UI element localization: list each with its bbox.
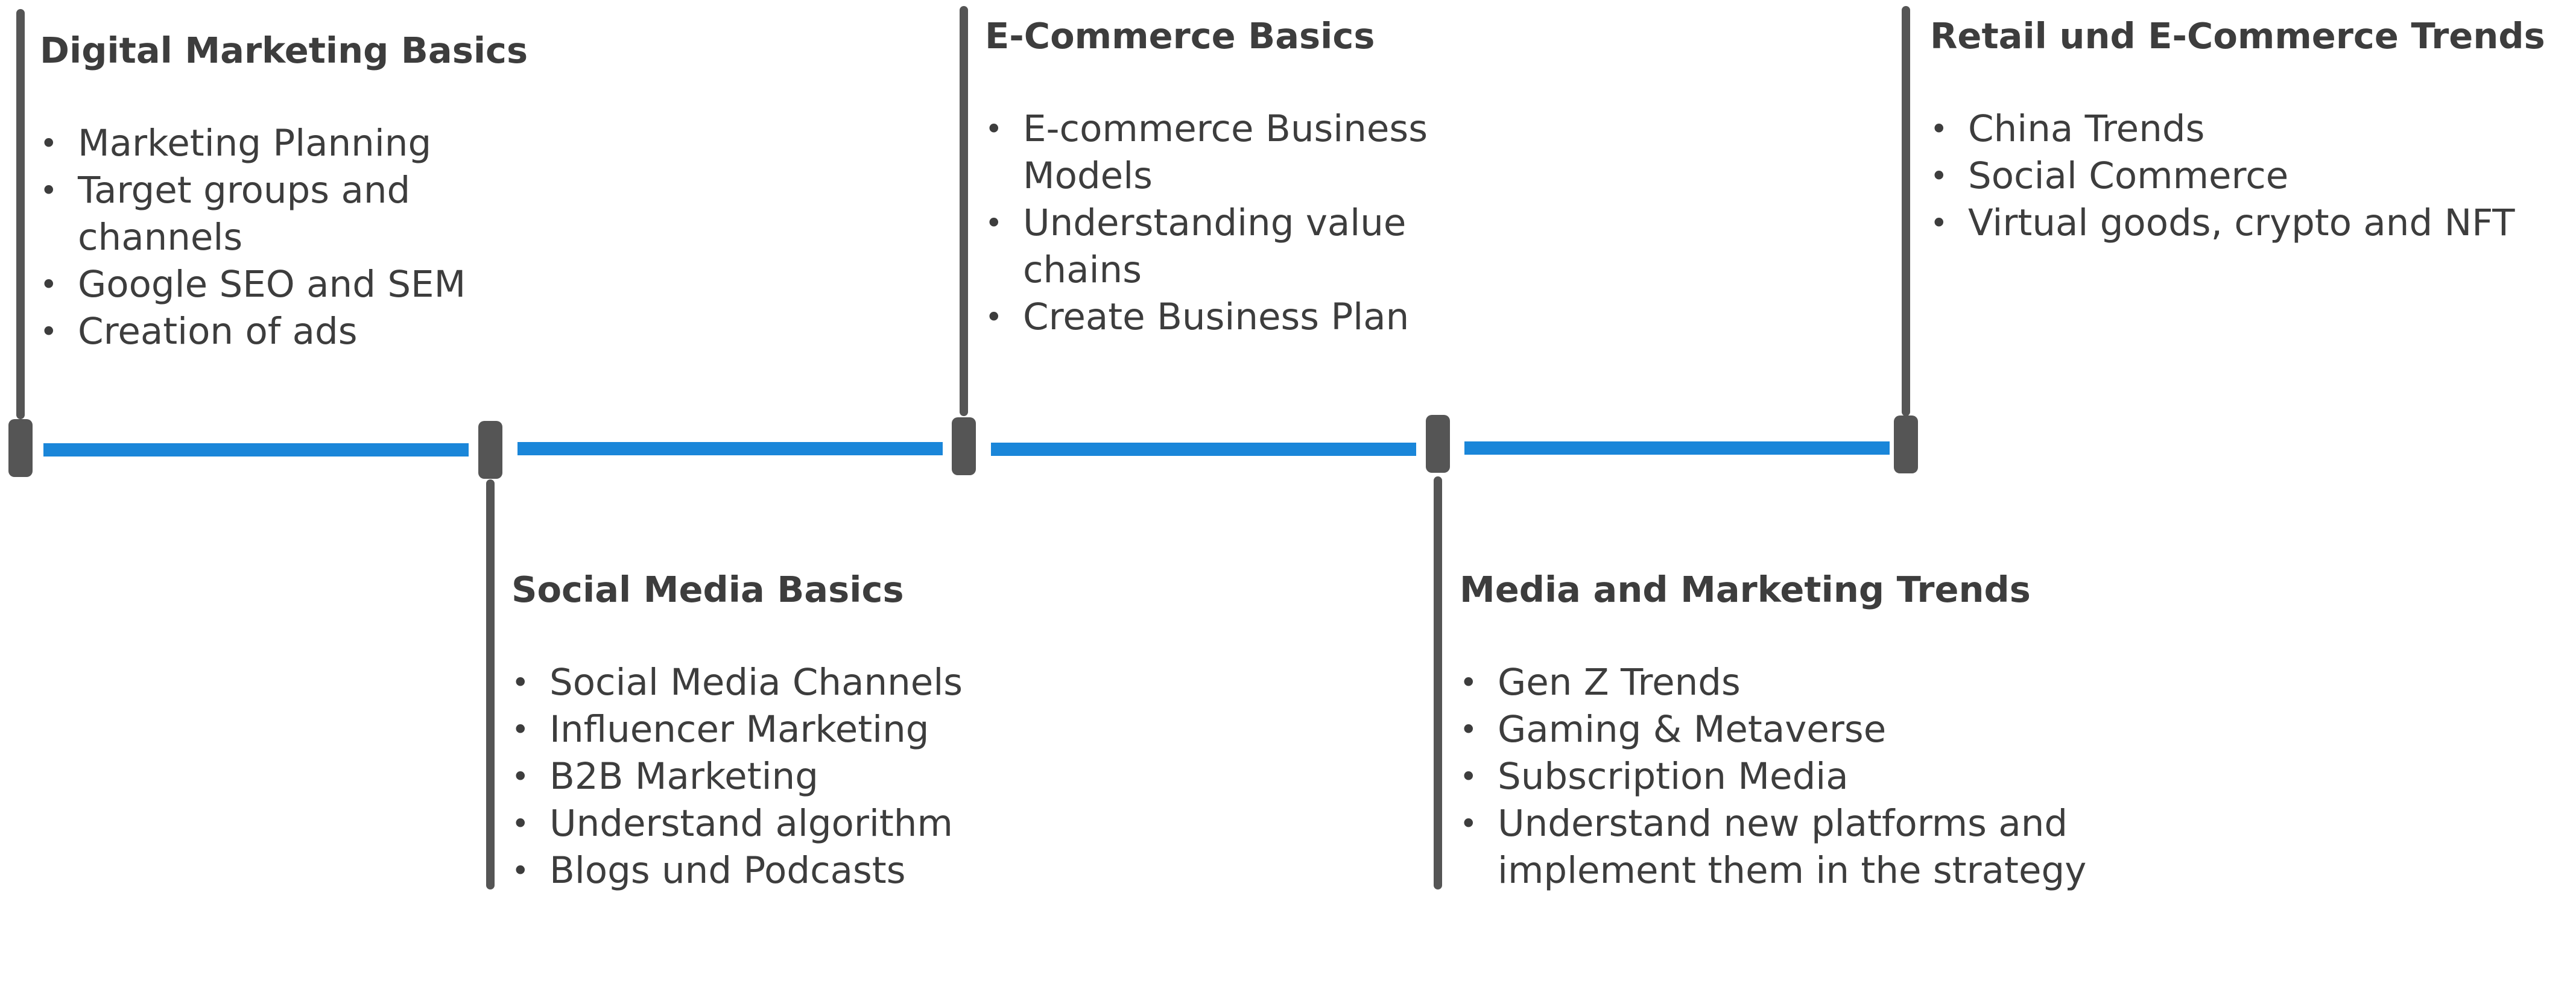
milestone-4-list: Gen Z Trends Gaming & Metaverse Subscrip… [1460,659,2177,894]
list-item: Google SEO and SEM [40,261,498,308]
timeline-segment-3 [991,443,1416,456]
milestone-3-node [952,417,976,475]
milestone-2-list: Social Media Channels Influencer Marketi… [511,659,1030,894]
milestone-1-stem [16,9,25,419]
timeline-segment-2 [517,442,943,455]
list-item: Social Commerce [1930,153,2573,200]
milestone-3-stem [960,6,968,416]
list-item: Understanding value chains [985,200,1486,294]
list-item: Subscription Media [1460,753,2177,800]
timeline-segment-4 [1464,441,1890,455]
list-item: Gen Z Trends [1460,659,2177,706]
list-item: Create Business Plan [985,294,1486,341]
milestone-2-node [478,421,502,479]
milestone-1-title: Digital Marketing Basics [40,30,528,71]
list-item: Blogs und Podcasts [511,847,1030,894]
milestone-4-block: Media and Marketing Trends Gen Z Trends … [1460,566,2177,894]
milestone-5-list: China Trends Social Commerce Virtual goo… [1930,106,2573,247]
milestone-2-block: Social Media Basics Social Media Channel… [511,566,1030,894]
list-item: Marketing Planning [40,120,498,167]
list-item: Understand algorithm [511,800,1030,847]
list-item: Influencer Marketing [511,706,1030,753]
milestone-2-title: Social Media Basics [511,569,904,610]
timeline-segment-1 [43,443,469,457]
milestone-3-title: E-Commerce Basics [985,15,1375,57]
list-item: Gaming & Metaverse [1460,706,2177,753]
list-item: China Trends [1930,106,2573,153]
milestone-2-stem [486,479,495,889]
milestone-4-title: Media and Marketing Trends [1460,569,2031,610]
milestone-5-stem [1902,6,1910,416]
milestone-4-node [1426,415,1450,473]
list-item: Virtual goods, crypto and NFT [1930,200,2573,247]
milestone-5-node [1894,415,1918,473]
list-item: Creation of ads [40,308,498,355]
milestone-1-block: Digital Marketing Basics Marketing Plann… [40,27,528,355]
milestone-1-list: Marketing Planning Target groups and cha… [40,120,498,355]
list-item: Target groups and channels [40,167,498,261]
milestone-3-list: E-commerce Business Models Understanding… [985,106,1486,341]
milestone-3-block: E-Commerce Basics E-commerce Business Mo… [985,12,1486,341]
list-item: Social Media Channels [511,659,1030,706]
milestone-5-title: Retail und E-Commerce Trends [1930,15,2545,57]
milestone-4-stem [1434,476,1442,889]
milestone-1-node [8,419,33,477]
list-item: E-commerce Business Models [985,106,1486,200]
list-item: Understand new platforms and implement t… [1460,800,2177,894]
list-item: B2B Marketing [511,753,1030,800]
milestone-5-block: Retail und E-Commerce Trends China Trend… [1930,12,2573,247]
